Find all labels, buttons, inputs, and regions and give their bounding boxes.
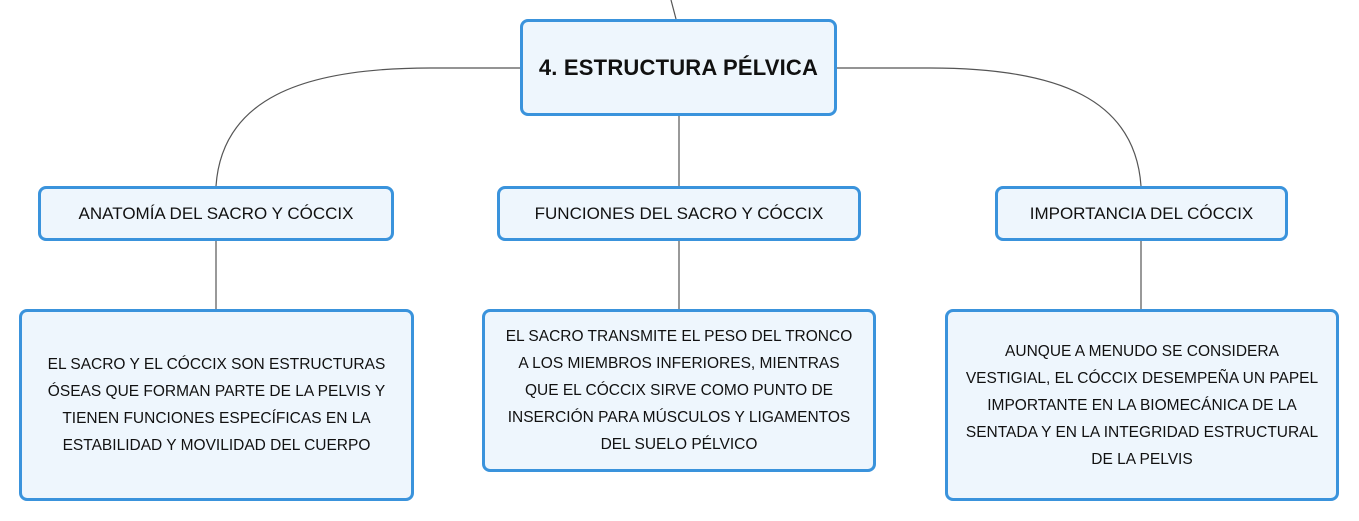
detail-line: QUE EL CÓCCIX SIRVE COMO PUNTO DE: [524, 382, 834, 399]
detail-line: INSERCIÓN PARA MÚSCULOS Y LIGAMENTOS: [507, 409, 851, 426]
detail-line: ÓSEAS QUE FORMAN PARTE DE LA PELVIS Y: [47, 383, 386, 400]
detail-text: EL SACRO TRANSMITE EL PESO DEL TRONCO A …: [506, 323, 853, 458]
detail-line: EL SACRO Y EL CÓCCIX SON ESTRUCTURAS: [47, 356, 386, 373]
connector-root-to-importance: [837, 67, 1142, 187]
detail-line: ESTABILIDAD Y MOVILIDAD DEL CUERPO: [62, 437, 371, 454]
connector-parent-to-root: [670, 0, 677, 20]
detail-node-functions[interactable]: EL SACRO TRANSMITE EL PESO DEL TRONCO A …: [482, 309, 876, 472]
topic-label: FUNCIONES DEL SACRO Y CÓCCIX: [534, 203, 824, 223]
detail-line: TIENEN FUNCIONES ESPECÍFICAS EN LA: [62, 410, 371, 427]
detail-line: DEL SUELO PÉLVICO: [600, 436, 758, 453]
detail-line: IMPORTANTE EN LA BIOMECÁNICA DE LA: [987, 396, 1297, 414]
detail-line: AUNQUE A MENUDO SE CONSIDERA: [1005, 342, 1279, 360]
detail-text: EL SACRO Y EL CÓCCIX SON ESTRUCTURAS ÓSE…: [48, 351, 386, 459]
detail-node-importance[interactable]: AUNQUE A MENUDO SE CONSIDERA VESTIGIAL, …: [945, 309, 1339, 501]
detail-node-anatomy[interactable]: EL SACRO Y EL CÓCCIX SON ESTRUCTURAS ÓSE…: [19, 309, 414, 501]
detail-text: AUNQUE A MENUDO SE CONSIDERA VESTIGIAL, …: [966, 338, 1318, 473]
detail-line: EL SACRO TRANSMITE EL PESO DEL TRONCO: [505, 328, 853, 345]
connector-root-to-anatomy: [215, 67, 520, 187]
topic-node-functions[interactable]: FUNCIONES DEL SACRO Y CÓCCIX: [497, 186, 861, 241]
detail-line: VESTIGIAL, EL CÓCCIX DESEMPEÑA UN PAPEL: [965, 369, 1319, 387]
topic-node-importance[interactable]: IMPORTANCIA DEL CÓCCIX: [995, 186, 1288, 241]
root-label: 4. ESTRUCTURA PÉLVICA: [538, 54, 819, 80]
topic-node-anatomy[interactable]: ANATOMÍA DEL SACRO Y CÓCCIX: [38, 186, 394, 241]
detail-line: A LOS MIEMBROS INFERIORES, MIENTRAS: [518, 355, 840, 372]
topic-label: ANATOMÍA DEL SACRO Y CÓCCIX: [78, 203, 354, 223]
root-node[interactable]: 4. ESTRUCTURA PÉLVICA: [520, 19, 837, 116]
detail-line: SENTADA Y EN LA INTEGRIDAD ESTRUCTURAL: [965, 423, 1319, 441]
topic-label: IMPORTANCIA DEL CÓCCIX: [1029, 203, 1254, 223]
detail-line: DE LA PELVIS: [1091, 450, 1193, 468]
